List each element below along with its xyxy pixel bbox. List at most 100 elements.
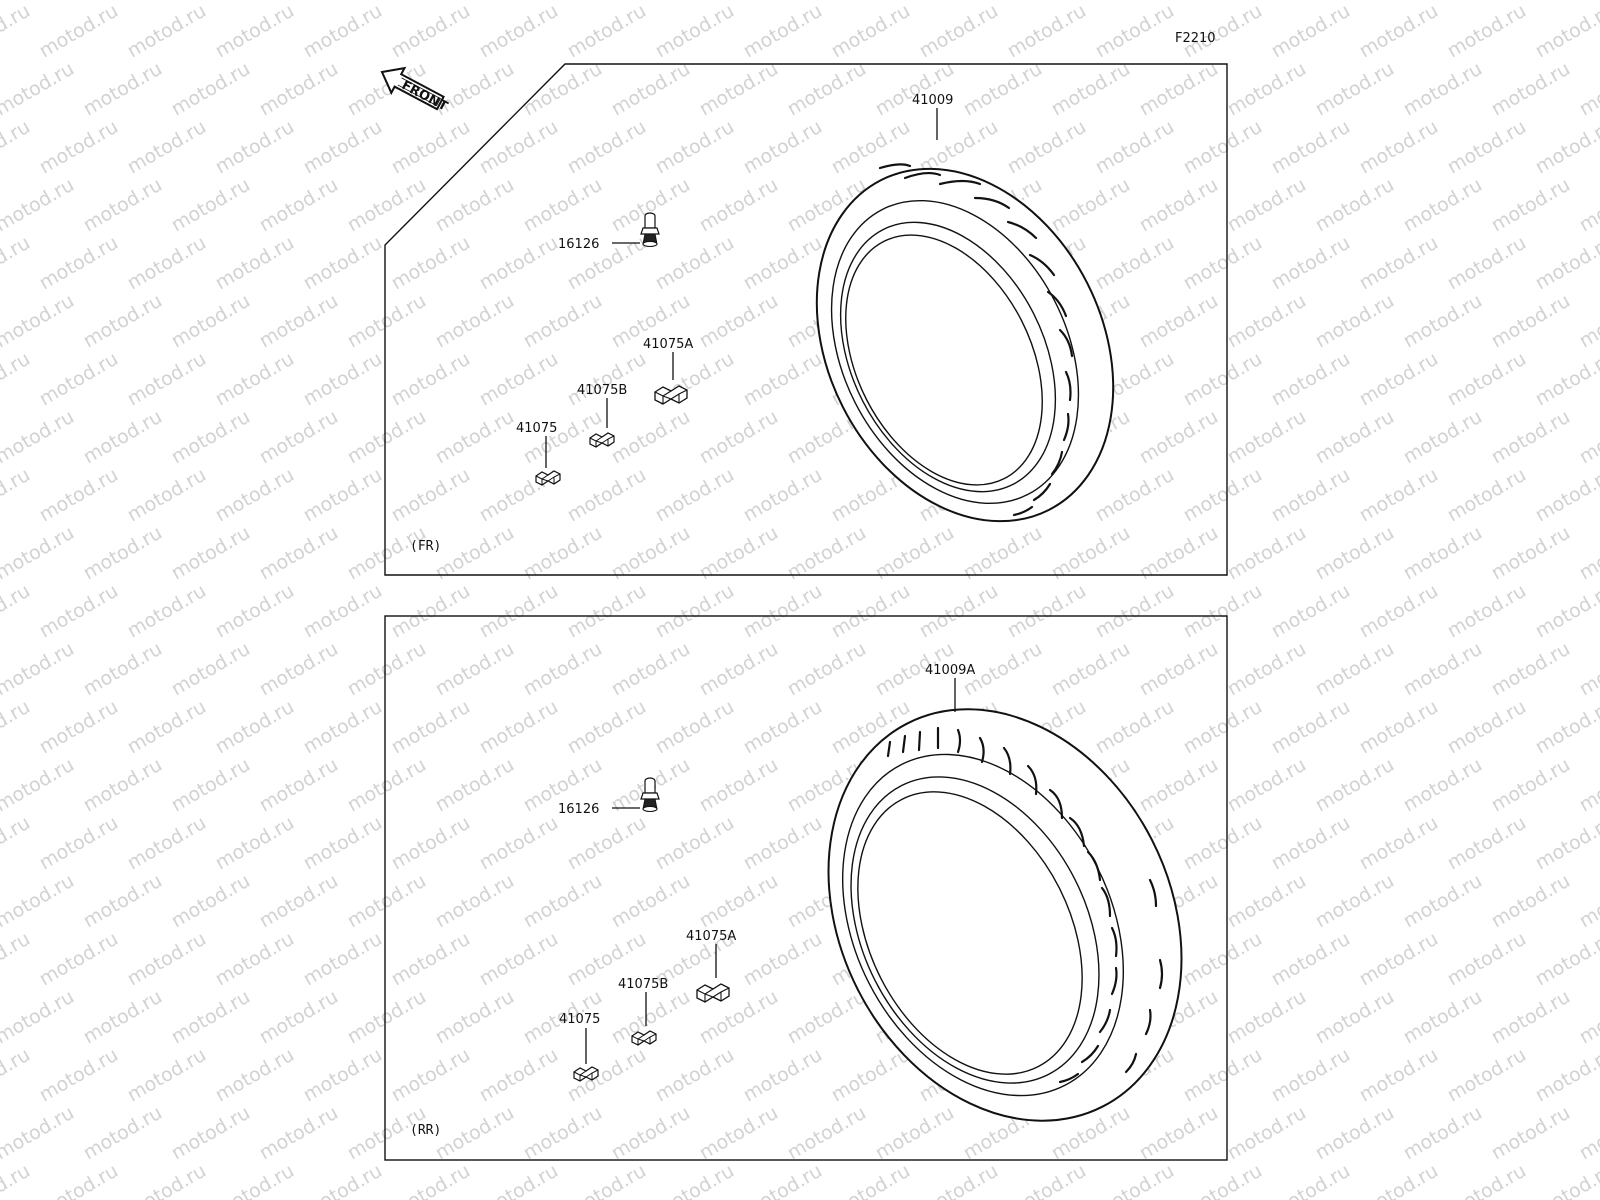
watermark-text: motod.ru [256,58,342,121]
watermark-text: motod.ru [476,1044,562,1107]
watermark-text: motod.ru [256,870,342,933]
watermark-text: motod.ru [1532,464,1600,527]
watermark-text: motod.ru [344,754,430,817]
watermark-text: motod.ru [652,696,738,759]
watermark-text: motod.ru [916,1160,1002,1200]
watermark-text: motod.ru [168,58,254,121]
watermark-text: motod.ru [872,58,958,121]
watermark-text: motod.ru [1488,290,1574,353]
watermark-text: motod.ru [344,290,430,353]
watermark-text: motod.ru [1312,870,1398,933]
watermark-text: motod.ru [344,638,430,701]
watermark-text: motod.ru [36,812,122,875]
watermark-text: motod.ru [1224,754,1310,817]
watermark-text: motod.ru [1488,522,1574,585]
watermark-text: motod.ru [476,1160,562,1200]
watermark-text: motod.ru [0,0,78,4]
rear-weight-a-icon[interactable] [696,983,730,1003]
watermark-text: motod.ru [476,812,562,875]
watermark-text: motod.ru [1444,928,1530,991]
watermark-text: motod.ru [0,348,34,411]
watermark-text: motod.ru [1444,812,1530,875]
watermark-text: motod.ru [1356,464,1442,527]
front-weight-label: 41075 [516,421,557,436]
watermark-text: motod.ru [0,870,78,933]
watermark-text: motod.ru [608,58,694,121]
watermark-text: motod.ru [476,116,562,179]
front-tire-41009[interactable] [759,118,1171,572]
watermark-text: motod.ru [80,638,166,701]
watermark-text: motod.ru [0,1044,34,1107]
front-weight-b-label: 41075B [577,383,627,398]
watermark-text: motod.ru [1180,1044,1266,1107]
watermark-text: motod.ru [124,928,210,991]
watermark-text: motod.ru [168,1102,254,1165]
watermark-text: motod.ru [300,580,386,643]
watermark-text: motod.ru [1004,0,1090,62]
watermark-text: motod.ru [1576,986,1600,1049]
watermark-text: motod.ru [784,986,870,1049]
watermark-text: motod.ru [1400,870,1486,933]
watermark-text: motod.ru [564,1160,650,1200]
watermark-text: motod.ru [1400,174,1486,237]
watermark-text: motod.ru [476,232,562,295]
front-weight-b-icon[interactable] [589,432,615,448]
watermark-text: motod.ru [476,580,562,643]
watermark-text: motod.ru [0,290,78,353]
watermark-text: motod.ru [1532,232,1600,295]
watermark-text: motod.ru [696,406,782,469]
watermark-text: motod.ru [608,638,694,701]
watermark-text: motod.ru [916,0,1002,62]
watermark-text: motod.ru [300,928,386,991]
watermark-text: motod.ru [0,812,34,875]
watermark-text: motod.ru [0,986,78,1049]
watermark-text: motod.ru [1488,986,1574,1049]
watermark-text: motod.ru [124,812,210,875]
watermark-text: motod.ru [1224,1102,1310,1165]
watermark-text: motod.ru [124,1044,210,1107]
watermark-text: motod.ru [1092,464,1178,527]
watermark-text: motod.ru [1356,0,1442,62]
watermark-text: motod.ru [564,464,650,527]
watermark-text: motod.ru [696,870,782,933]
watermark-text: motod.ru [1092,232,1178,295]
watermark-text: motod.ru [784,638,870,701]
watermark-text: motod.ru [1180,1160,1266,1200]
rear-section-label: (RR) [410,1123,441,1138]
watermark-text: motod.ru [80,986,166,1049]
watermark-text: motod.ru [344,174,430,237]
watermark-text: motod.ru [872,1102,958,1165]
watermark-text: motod.ru [1400,406,1486,469]
watermark-text: motod.ru [212,0,298,62]
watermark-text: motod.ru [1136,0,1222,4]
watermark-text: motod.ru [0,696,34,759]
rear-tire-41009A[interactable] [760,649,1249,1182]
watermark-text: motod.ru [300,0,386,62]
watermark-text: motod.ru [212,116,298,179]
watermark-text: motod.ru [1488,174,1574,237]
watermark-text: motod.ru [696,290,782,353]
watermark-text: motod.ru [1004,580,1090,643]
watermark-text: motod.ru [1224,174,1310,237]
watermark-text: motod.ru [300,464,386,527]
watermark-text: motod.ru [0,58,78,121]
watermark-text: motod.ru [564,580,650,643]
watermark-text: motod.ru [168,986,254,1049]
watermark-text: motod.ru [1224,522,1310,585]
watermark-text: motod.ru [300,1044,386,1107]
watermark-text: motod.ru [1488,406,1574,469]
watermark-text: motod.ru [696,174,782,237]
watermark-text: motod.ru [1180,232,1266,295]
watermark-text: motod.ru [1400,58,1486,121]
watermark-text: motod.ru [432,986,518,1049]
watermark-text: motod.ru [80,870,166,933]
watermark-text: motod.ru [520,1102,606,1165]
watermark-text: motod.ru [0,1102,78,1165]
watermark-text: motod.ru [1136,290,1222,353]
watermark-text: motod.ru [696,638,782,701]
watermark-text: motod.ru [36,1044,122,1107]
watermark-text: motod.ru [256,0,342,4]
watermark-text: motod.ru [388,812,474,875]
watermark-text: motod.ru [0,580,34,643]
